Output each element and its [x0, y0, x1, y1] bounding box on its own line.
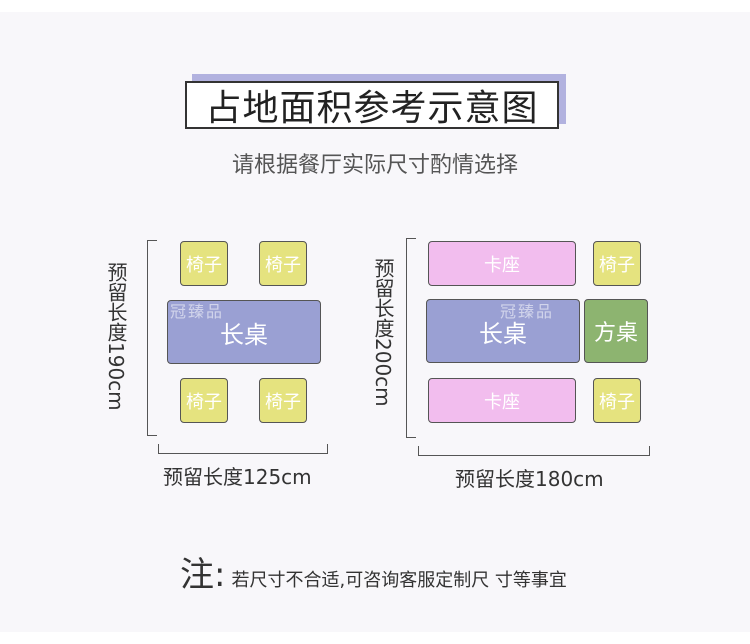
right-height-label: 预留长度200cm — [371, 258, 395, 407]
left-height-bracket — [147, 240, 157, 436]
right-chair-bottom: 椅子 — [593, 378, 641, 423]
right-width-label: 预留长度180cm — [455, 467, 604, 491]
note-text: 若尺寸不合适,可咨询客服定制尺 寸等事宜 — [231, 570, 567, 591]
left-chair-top-left: 椅子 — [180, 241, 228, 286]
left-chair-bottom-right: 椅子 — [259, 378, 307, 423]
right-chair-top: 椅子 — [593, 241, 641, 286]
page-title: 占地面积参考示意图 — [185, 81, 559, 129]
right-booth-bottom: 卡座 — [428, 378, 576, 423]
right-watermark: 冠臻品 — [500, 302, 555, 321]
page-subtitle: 请根据餐厅实际尺寸酌情选择 — [231, 153, 518, 178]
footer-note: 注: 若尺寸不合适,可咨询客服定制尺 寸等事宜 — [180, 547, 567, 596]
note-mark: 注: — [180, 555, 226, 595]
right-width-bracket — [418, 446, 650, 456]
right-height-bracket — [406, 238, 416, 438]
left-chair-top-right: 椅子 — [259, 241, 307, 286]
left-width-bracket — [158, 444, 328, 454]
left-chair-bottom-left: 椅子 — [180, 378, 228, 423]
right-square-table: 方桌 — [584, 299, 648, 363]
right-booth-top: 卡座 — [428, 241, 576, 286]
left-height-label: 预留长度190cm — [104, 262, 128, 411]
right-long-table: 长桌 — [426, 299, 580, 363]
diagram-page: 占地面积参考示意图 请根据餐厅实际尺寸酌情选择 预留长度190cm 椅子 椅子 … — [0, 12, 750, 632]
left-width-label: 预留长度125cm — [163, 465, 312, 489]
left-long-table: 长桌 — [167, 300, 321, 364]
left-watermark: 冠臻品 — [170, 302, 225, 321]
